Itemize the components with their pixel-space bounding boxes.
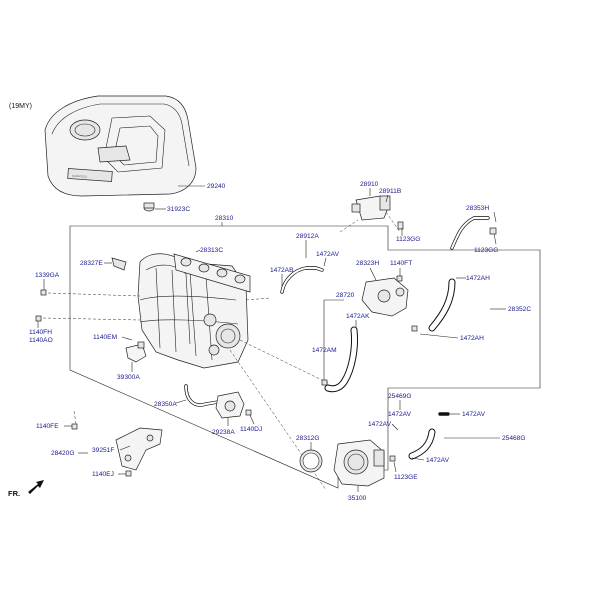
leader-1472AH-b: [419, 333, 459, 339]
clamp-1472AH: [411, 325, 418, 332]
bolt-1140EJ: [125, 470, 132, 477]
leader-1140EM: [121, 336, 133, 341]
label-29238A: 29238A: [212, 429, 235, 436]
label-28912A: 28912A: [296, 233, 319, 240]
bolt-1123GG-b: [489, 227, 497, 235]
dash-gasket-link: [245, 297, 271, 301]
label-1472AK: 1472AK: [346, 313, 370, 320]
label-1472AM: 1472AM: [312, 347, 337, 354]
cover-grommet: [143, 202, 155, 212]
assembly-boundary: [69, 225, 541, 489]
label-1339GA: 1339GA: [35, 272, 60, 279]
label-28720: 28720: [336, 292, 355, 299]
leader-28323H: [369, 267, 377, 281]
label-28312G: 28312G: [296, 435, 319, 442]
label-28327E: 28327E: [80, 260, 103, 267]
label-29240: 29240: [207, 183, 226, 190]
bolt-1140FH: [35, 315, 42, 322]
map-sensor: [125, 341, 147, 363]
label-28313C: 28313C: [200, 247, 223, 254]
label-1472AV-e: 1472AV: [426, 457, 450, 464]
label-28420G: 28420G: [51, 450, 74, 457]
label-1472AV-a: 1472AV: [316, 251, 340, 258]
label-1140FH: 1140FH: [29, 329, 52, 336]
model-year-label: (19MY): [9, 103, 32, 110]
label-1472AH-a: 1472AH: [466, 275, 490, 282]
bolt-1140DJ: [245, 409, 252, 416]
dash-1140FE: [73, 409, 77, 425]
label-1123GE: 1123GE: [394, 474, 418, 481]
manifold-bracket: [115, 427, 163, 471]
label-1472AB: 1472AB: [270, 267, 294, 274]
leader-28720: [323, 299, 344, 380]
label-1140FE: 1140FE: [36, 423, 59, 430]
leader-28353H: [493, 211, 497, 223]
label-1472AV-b: 1472AV: [388, 411, 412, 418]
label-1140EM: 1140EM: [93, 334, 117, 341]
engine-cover: ▭▭▭▭: [44, 95, 197, 197]
clamp-1472AM: [321, 379, 328, 386]
coolant-housing: [361, 277, 409, 317]
front-marker-label: FR.: [8, 489, 20, 498]
leader-28350A: [175, 399, 187, 404]
leader-39251F: [119, 445, 131, 451]
label-1472AH-b: 1472AH: [460, 335, 484, 342]
purge-solenoid: [215, 391, 245, 419]
label-1472AV-c: 1472AV: [368, 421, 392, 428]
label-1123GG-a: 1123GG: [396, 236, 420, 243]
label-1140FT: 1140FT: [390, 260, 412, 267]
bolt-1123GE: [389, 455, 396, 462]
bolt-1140FT: [396, 275, 403, 282]
pcv-fitting: [111, 257, 127, 271]
label-28352C: 28352C: [508, 306, 531, 313]
label-39300A: 39300A: [117, 374, 140, 381]
bolt-1123GG-a: [397, 221, 404, 230]
leader-1472AV-c: [391, 423, 399, 431]
label-31923C: 31923C: [167, 206, 190, 213]
leader-1123GE: [393, 461, 397, 473]
label-1123GG-b: 1123GG: [474, 247, 498, 254]
leader-1472AV-a: [323, 257, 327, 267]
label-28911B: 28911B: [379, 188, 402, 195]
bolt-1140FE: [71, 423, 78, 430]
front-arrow-icon: [28, 480, 44, 494]
purge-valve: [351, 195, 391, 221]
dash-manifold-link: [239, 339, 331, 385]
leader-28313C: [195, 249, 201, 253]
leader-1472AV-e: [411, 457, 425, 461]
label-25468G: 25468G: [502, 435, 525, 442]
manifold-gasket: [173, 253, 251, 293]
label-28310: 28310: [215, 215, 234, 222]
bolt-1339GA: [40, 289, 47, 296]
front-marker: FR.: [8, 480, 44, 498]
throttle-body: [333, 439, 385, 487]
label-28350A: 28350A: [154, 401, 177, 408]
leader-1123GG-b: [493, 233, 497, 245]
label-28353H: 28353H: [466, 205, 489, 212]
label-1140EJ: 1140EJ: [92, 471, 114, 478]
label-1140DJ: 1140DJ: [240, 426, 262, 433]
dash-1339GA: [47, 292, 141, 297]
label-1472AV-d: 1472AV: [462, 411, 486, 418]
leader-1140DJ: [249, 414, 255, 425]
cover-logo-mark: ▭▭▭▭: [72, 173, 88, 179]
label-28910: 28910: [360, 181, 379, 188]
leader-28911B: [385, 194, 389, 203]
breather-tube: [450, 216, 490, 250]
label-35100: 35100: [348, 495, 367, 502]
dash-1140FH: [42, 317, 141, 321]
dash-28912A: [339, 219, 359, 233]
label-28323H: 28323H: [356, 260, 379, 267]
label-39251F: 39251F: [92, 447, 114, 454]
label-25469G: 25469G: [388, 393, 411, 400]
label-1140AO: 1140AO: [29, 337, 53, 344]
